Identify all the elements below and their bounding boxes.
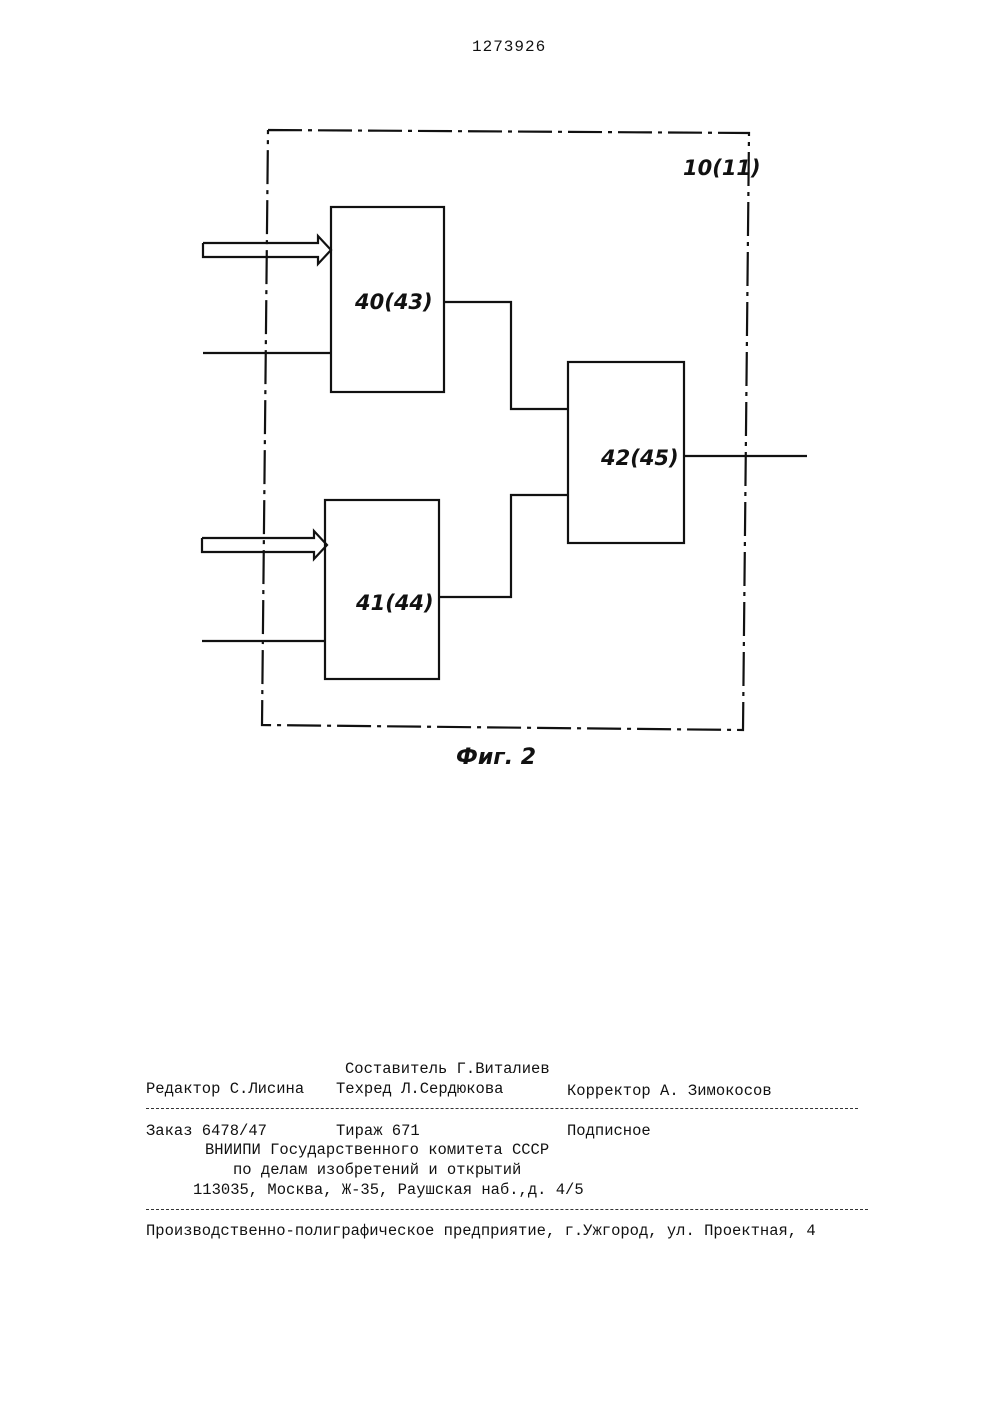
- techred: Техред Л.Сердюкова: [336, 1080, 503, 1098]
- divider-1: [146, 1108, 858, 1109]
- editor: Редактор С.Лисина: [146, 1080, 304, 1098]
- divider-2: [146, 1209, 868, 1210]
- corrector: Корректор А. Зимокосов: [567, 1082, 772, 1100]
- circulation: Тираж 671: [336, 1122, 420, 1140]
- compiler: Составитель Г.Виталиев: [345, 1060, 550, 1078]
- org-address: 113035, Москва, Ж-35, Раушская наб.,д. 4…: [193, 1181, 584, 1199]
- subscription: Подписное: [567, 1122, 651, 1140]
- org-line-1: ВНИИПИ Государственного комитета СССР: [205, 1141, 549, 1159]
- printer: Производственно-полиграфическое предприя…: [146, 1222, 816, 1240]
- order: Заказ 6478/47: [146, 1122, 267, 1140]
- org-line-2: по делам изобретений и открытий: [233, 1161, 521, 1179]
